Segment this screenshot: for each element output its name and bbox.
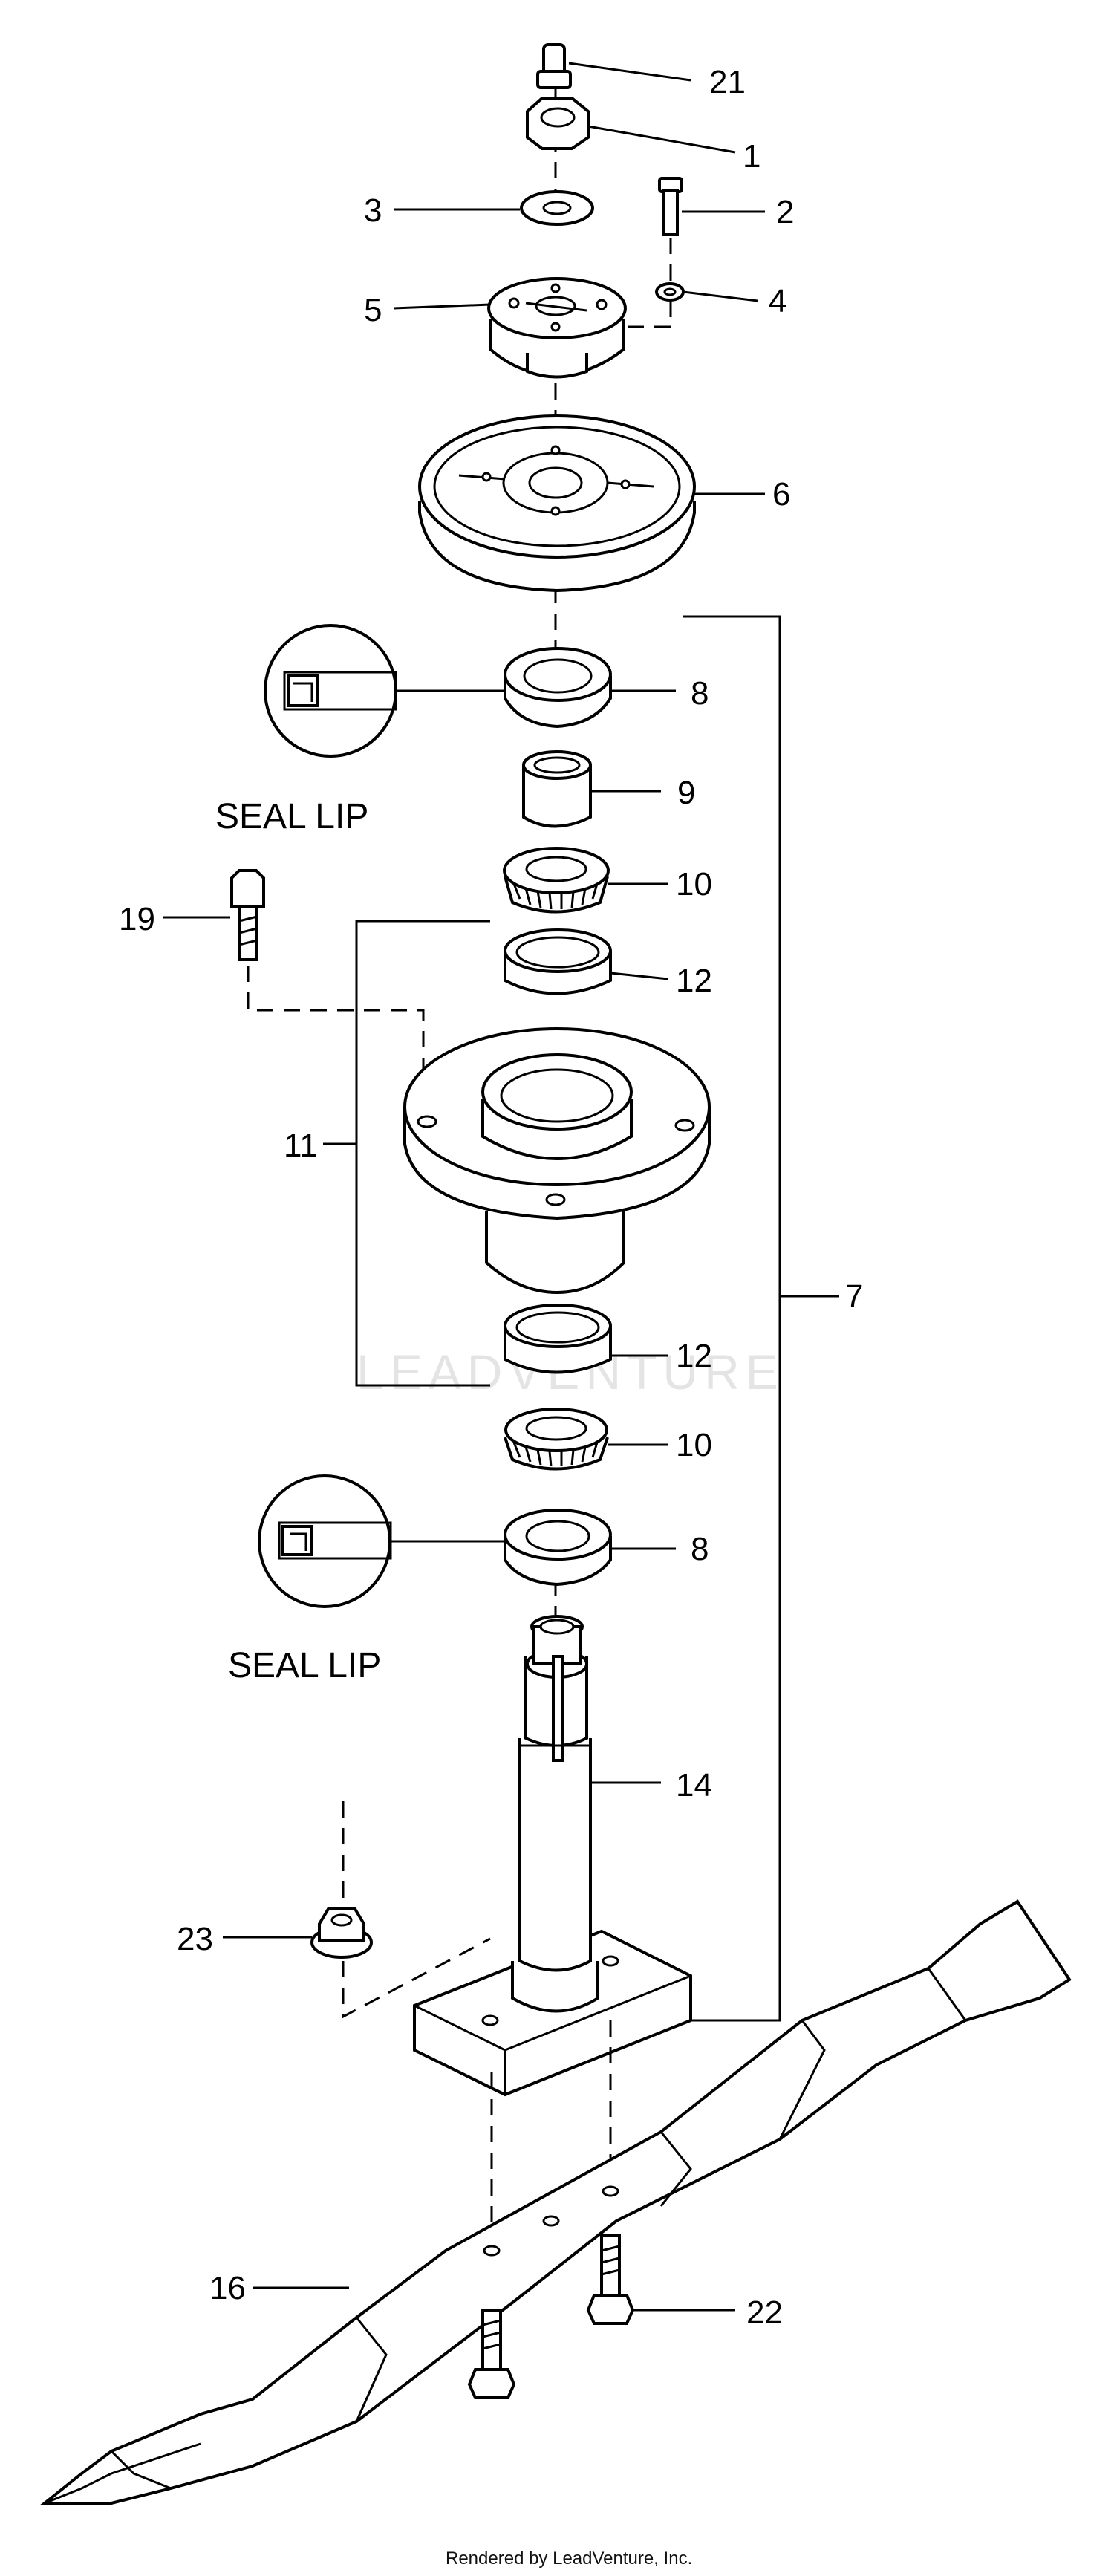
bracket-7	[683, 615, 781, 2022]
callout-16: 16	[209, 2270, 246, 2306]
seal-lip-detail-bottom	[258, 1474, 505, 1608]
callout-11: 11	[284, 1128, 318, 1164]
callout-12b: 12	[676, 1338, 712, 1374]
callout-22: 22	[746, 2294, 783, 2331]
callout-6: 6	[772, 476, 790, 513]
callout-10a: 10	[676, 866, 712, 902]
pulley	[418, 414, 696, 593]
bolt-dash-line-19	[247, 966, 425, 1084]
leader-5	[393, 303, 491, 310]
flange-nut	[310, 1907, 373, 1959]
screw	[658, 177, 683, 236]
callout-5: 5	[364, 292, 382, 328]
upper-seal	[504, 647, 612, 729]
render-credit: Rendered by LeadVenture, Inc.	[446, 2549, 692, 2569]
upper-bearing-cup	[504, 928, 612, 995]
mower-blade	[40, 1899, 1072, 2505]
leader-4	[683, 290, 758, 302]
lower-bearing-cup	[504, 1304, 612, 1374]
leader-1	[587, 125, 736, 154]
spacer	[522, 750, 592, 828]
lock-washer	[655, 282, 685, 302]
callout-2: 2	[776, 194, 794, 230]
callout-1: 1	[743, 138, 760, 175]
callout-8b: 8	[691, 1531, 709, 1567]
seal-lip-label-top: SEAL LIP	[215, 797, 368, 836]
pulley-hub	[487, 277, 627, 379]
hex-bolt-22-right	[586, 2234, 635, 2325]
callout-19: 19	[119, 901, 155, 937]
seal-lip-label-bottom: SEAL LIP	[228, 1646, 381, 1685]
grease-fitting	[536, 43, 572, 89]
callout-14: 14	[676, 1767, 712, 1803]
lower-seal	[504, 1509, 612, 1587]
hex-bolt-19	[230, 869, 265, 961]
hex-bolt-22-left	[467, 2309, 516, 2399]
callout-21: 21	[709, 64, 746, 100]
callout-4: 4	[769, 283, 786, 319]
leader-12a	[610, 972, 669, 980]
leader-21	[568, 62, 691, 82]
callout-12a: 12	[676, 963, 712, 999]
seal-lip-detail-top	[264, 624, 505, 758]
nut-dash-line-lower	[342, 1937, 491, 2019]
callout-9: 9	[677, 775, 695, 811]
callout-8a: 8	[691, 675, 709, 712]
spindle-housing	[403, 1027, 711, 1295]
hex-nut	[526, 97, 590, 150]
lower-bearing-cone	[504, 1408, 609, 1471]
callout-3: 3	[364, 192, 382, 229]
flat-washer	[520, 190, 594, 226]
spindle-shaft	[413, 1615, 692, 2097]
callout-10b: 10	[676, 1427, 712, 1463]
bracket-11	[355, 920, 490, 1387]
upper-bearing-cone	[503, 847, 610, 914]
callout-23: 23	[177, 1921, 213, 1957]
callout-7: 7	[845, 1278, 863, 1315]
